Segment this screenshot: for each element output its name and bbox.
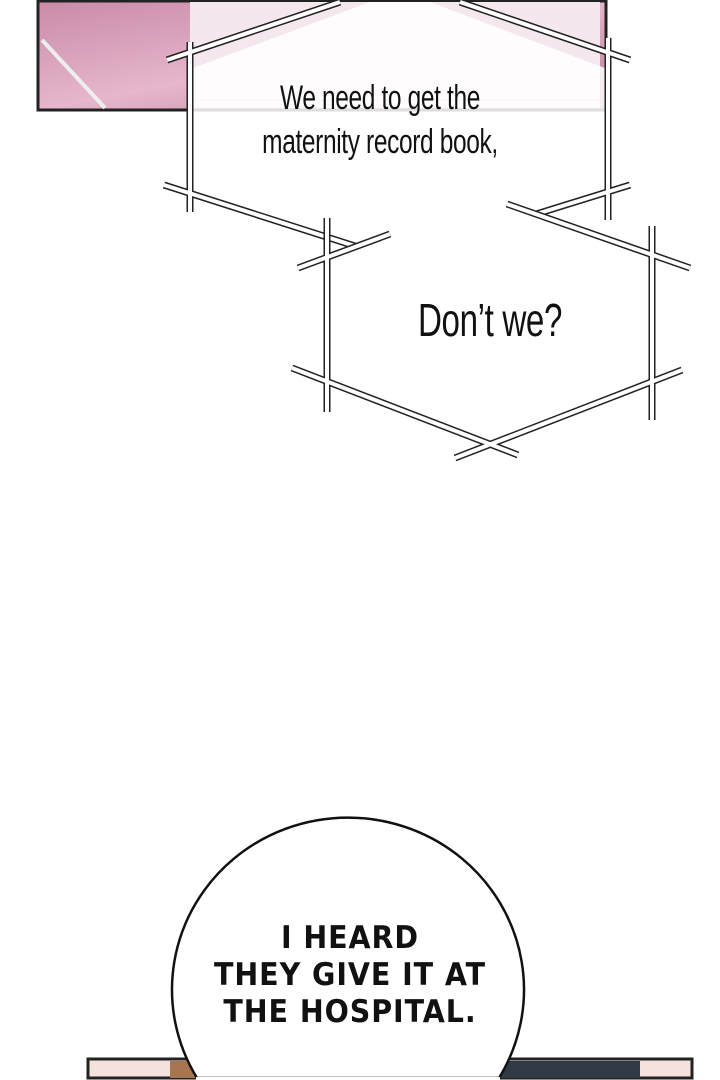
- bubble-text-2: Don’t we?: [417, 294, 563, 346]
- bubble-text-1: We need to get the maternity record book…: [214, 76, 545, 164]
- speech-bubble-hexagon-2: [290, 200, 692, 462]
- bubble-text-line: THEY GIVE IT AT: [213, 957, 487, 993]
- speech-bubble-round: [170, 816, 526, 1080]
- speech-bubble-hexagon-1: [162, 0, 632, 259]
- bubble-text-line: I HEARD: [280, 920, 420, 956]
- bubble-text-line: maternity record book,: [262, 123, 498, 161]
- bubble-text-line: We need to get the: [280, 79, 480, 117]
- bubble-text-3: I HEARD THEY GIVE IT AT THE HOSPITAL.: [203, 920, 497, 1031]
- bubble-text-line: THE HOSPITAL.: [223, 994, 477, 1030]
